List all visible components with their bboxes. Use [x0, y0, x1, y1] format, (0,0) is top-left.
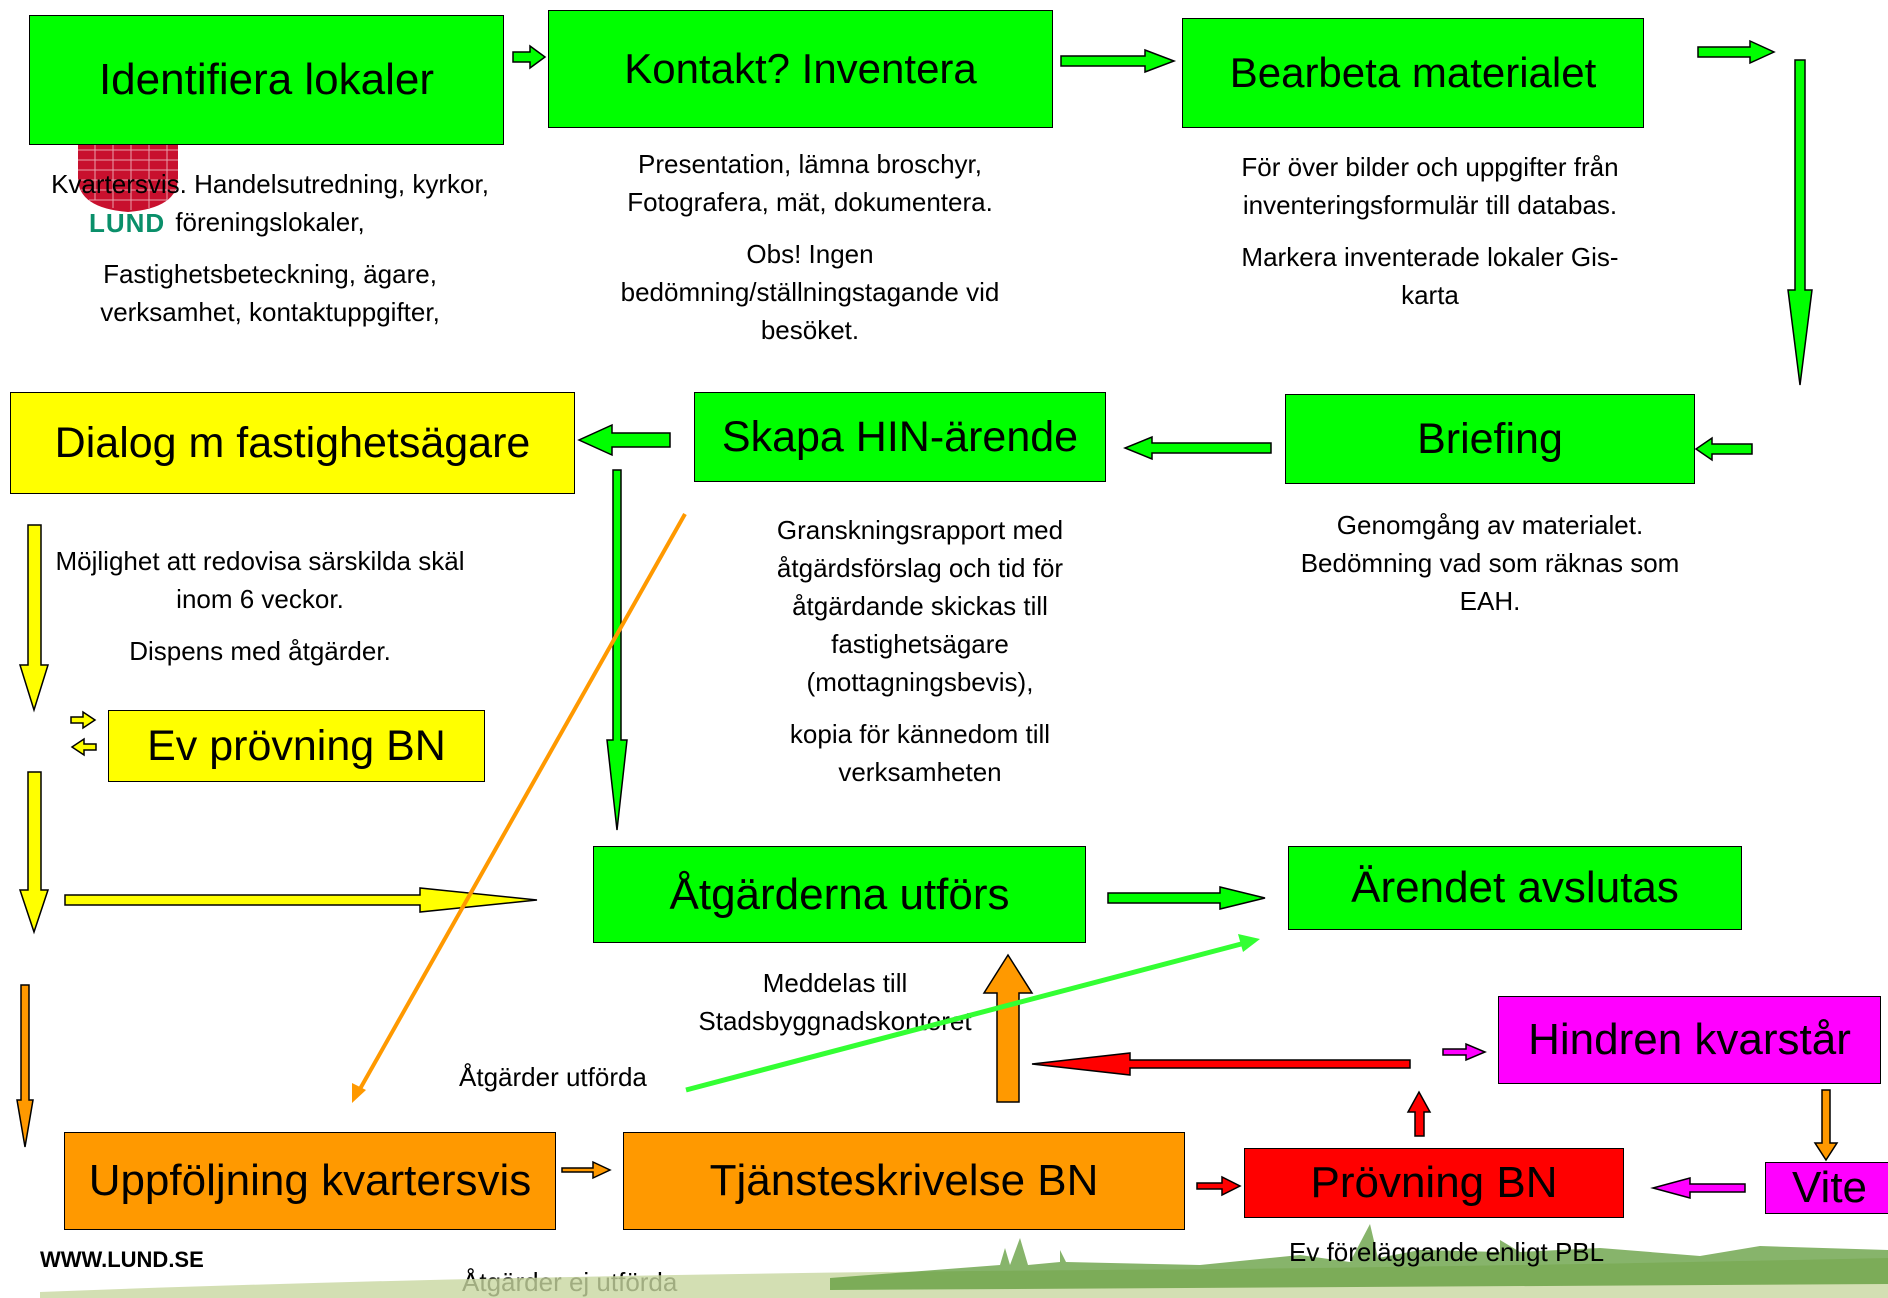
note-kontakt: Presentation, lämna broschyr, Fotografer…: [580, 145, 1040, 363]
label-ev-forelaggande: Ev föreläggande enligt PBL: [1289, 1237, 1605, 1267]
arrow-bearbeta-to-right: [1697, 39, 1776, 65]
footer-url-prefix: WWW.: [40, 1247, 108, 1272]
note-briefing: Genomgång av materialet. Bedömning vad s…: [1295, 506, 1685, 634]
box-briefing: Briefing: [1285, 394, 1695, 484]
note-skapa-hin-line-2: kopia för kännedom till verksamheten: [789, 719, 1051, 787]
arrow-provning-up: [1406, 1090, 1432, 1137]
footer-url: WWW.LUND.SE: [40, 1247, 204, 1273]
box-hindren-kvarstar: Hindren kvarstår: [1498, 996, 1881, 1084]
lund-logo-emblem-icon: [78, 140, 178, 212]
arrow-vite-to-provning: [1650, 1177, 1746, 1199]
arrow-yellow-right-long: [64, 887, 538, 913]
note-bearbeta-line-1: För över bilder och uppgifter från inven…: [1241, 152, 1619, 220]
box-bearbeta-materialet-label: Bearbeta materialet: [1229, 49, 1597, 96]
arrow-yellow-small-left: [70, 737, 97, 757]
arrow-orange-diagonal-head: [352, 1083, 366, 1103]
arrow-to-hindren: [1442, 1042, 1487, 1062]
note-dialog-line-2: Dispens med åtgärder.: [129, 636, 391, 666]
box-identifiera-lokaler: Identifiera lokaler: [29, 15, 504, 145]
arrow-kontakt-to-bearbeta: [1060, 48, 1177, 74]
box-uppfoljning-kvartersvis: Uppföljning kvartersvis: [64, 1132, 556, 1230]
footer-url-suffix: .SE: [168, 1247, 204, 1272]
arrow-identifiera-to-kontakt: [512, 44, 547, 70]
note-dialog: Möjlighet att redovisa särskilda skäl in…: [55, 542, 465, 684]
note-identifiera: Kvartersvis. Handelsutredning, kyrkor, f…: [40, 165, 500, 345]
arrow-yellow-down-2: [18, 771, 50, 935]
lund-logo: LUND: [75, 138, 185, 238]
box-ev-provning-bn: Ev prövning BN: [108, 710, 485, 782]
note-bearbeta-line-2: Markera inventerade lokaler Gis-karta: [1241, 242, 1619, 310]
arrow-orange-down: [16, 984, 34, 1148]
arrow-skapa-to-dialog: [577, 423, 671, 457]
lund-logo-text: LUND: [89, 208, 166, 238]
arrow-briefing-to-skapa: [1123, 435, 1272, 461]
arrow-skapa-down: [606, 469, 628, 831]
footer-url-brand: LUND: [107, 1247, 169, 1272]
box-atgarderna-utfors: Åtgärderna utförs: [593, 846, 1086, 943]
arrow-red-left-long: [1031, 1052, 1411, 1076]
box-dialog-fastighetsagare: Dialog m fastighetsägare: [10, 392, 575, 494]
box-tjansteskrivelse-bn: Tjänsteskrivelse BN: [623, 1132, 1185, 1230]
arrow-yellow-down-1: [18, 524, 50, 713]
note-kontakt-line-2: Obs! Ingen bedömning/ställningstagande v…: [620, 239, 1000, 345]
box-kontakt-inventera-label: Kontakt? Inventera: [624, 45, 977, 92]
note-identifiera-line-2: Fastighetsbeteckning, ägare, verksamhet,…: [100, 259, 440, 327]
note-kontakt-line-1: Presentation, lämna broschyr, Fotografer…: [627, 149, 993, 217]
box-arendet-avslutas-label: Ärendet avslutas: [1351, 863, 1679, 912]
box-provning-bn: Prövning BN: [1244, 1148, 1624, 1218]
box-ev-provning-bn-label: Ev prövning BN: [147, 721, 446, 770]
box-identifiera-lokaler-label: Identifiera lokaler: [98, 55, 435, 104]
box-atgarderna-utfors-label: Åtgärderna utförs: [669, 869, 1010, 919]
label-atgarder-utforda: Åtgärder utförda: [459, 1062, 647, 1092]
box-skapa-hin-arende: Skapa HIN-ärende: [694, 392, 1106, 482]
note-skapa-hin-line-1: Granskningsrapport med åtgärdsförslag oc…: [776, 515, 1064, 697]
box-hindren-kvarstar-label: Hindren kvarstår: [1528, 1015, 1851, 1064]
box-dialog-fastighetsagare-label: Dialog m fastighetsägare: [54, 418, 531, 467]
box-arendet-avslutas: Ärendet avslutas: [1288, 846, 1742, 930]
arrow-right-column-down: [1787, 59, 1813, 386]
note-meddelas: Meddelas till Stadsbyggnadskontoret: [650, 964, 1020, 1054]
note-identifiera-line-1: Kvartersvis. Handelsutredning, kyrkor, f…: [51, 169, 489, 237]
box-tjansteskrivelse-bn-label: Tjänsteskrivelse BN: [709, 1156, 1099, 1205]
box-uppfoljning-kvartersvis-label: Uppföljning kvartersvis: [88, 1156, 532, 1205]
label-atgarder-ej-utforda: Åtgärder ej utförda: [462, 1267, 678, 1297]
arrow-atgarderna-to-arendet: [1107, 886, 1266, 910]
arrow-tjanste-to-provning: [1196, 1175, 1242, 1197]
box-provning-bn-label: Prövning BN: [1310, 1158, 1558, 1207]
box-bearbeta-materialet: Bearbeta materialet: [1182, 18, 1644, 128]
note-skapa-hin: Granskningsrapport med åtgärdsförslag oc…: [730, 511, 1110, 805]
box-vite-label: Vite: [1792, 1163, 1868, 1212]
note-meddelas-text: Meddelas till Stadsbyggnadskontoret: [698, 968, 972, 1036]
box-briefing-label: Briefing: [1417, 414, 1563, 463]
note-bearbeta: För över bilder och uppgifter från inven…: [1240, 148, 1620, 328]
arrow-yellow-small-right: [70, 710, 97, 730]
box-skapa-hin-arende-label: Skapa HIN-ärende: [721, 412, 1079, 461]
box-vite: Vite: [1765, 1162, 1888, 1214]
arrow-vite-down: [1813, 1089, 1839, 1162]
arrow-green-diagonal-head: [1238, 934, 1260, 952]
note-briefing-line-1: Genomgång av materialet. Bedömning vad s…: [1300, 510, 1680, 616]
arrow-uppfoljning-to-tjanste: [561, 1160, 612, 1180]
arrow-into-briefing: [1694, 436, 1753, 462]
note-dialog-line-1: Möjlighet att redovisa särskilda skäl in…: [55, 546, 465, 614]
box-kontakt-inventera: Kontakt? Inventera: [548, 10, 1053, 128]
